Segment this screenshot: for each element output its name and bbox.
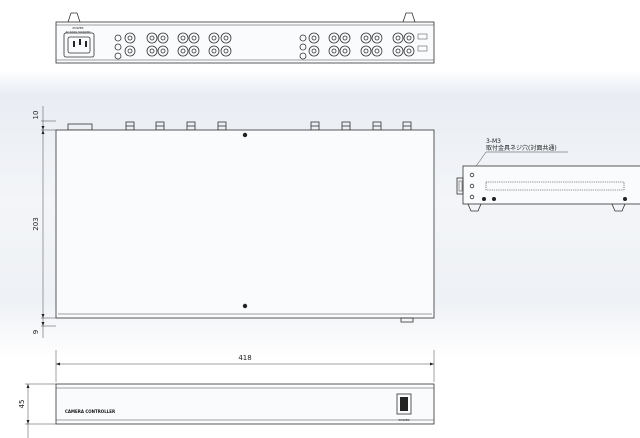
ac-inlet <box>63 32 95 58</box>
front-view: 418 CAMERA CONTROLLER POWER 45 <box>18 350 435 438</box>
dim-height: 45 <box>18 400 26 409</box>
side-foot-right <box>611 203 626 212</box>
rear-foot-right <box>402 12 416 23</box>
dim-top-margin: 10 <box>32 111 40 120</box>
side-handle <box>456 177 464 195</box>
connector-group-right <box>299 32 428 60</box>
dim-bottom-margin: 9 <box>32 330 40 334</box>
front-panel-body <box>55 383 435 425</box>
top-view: 10 203 9 <box>32 106 435 338</box>
vertical-dimension: 10 203 9 <box>32 106 56 338</box>
rear-power-label: POWER <box>72 26 83 30</box>
side-foot-left <box>467 203 482 212</box>
width-dimension: 418 <box>55 350 435 382</box>
top-view-body <box>55 129 435 319</box>
rear-power-rating: AC100V 50/60Hz <box>65 30 91 34</box>
side-view-body <box>462 165 640 205</box>
power-switch-stub <box>400 317 414 323</box>
side-view: 3-M3 取付金具ネジ穴(対面共通) <box>456 138 640 212</box>
rear-panel-view: POWER AC100V 50/60Hz <box>55 12 435 64</box>
screw-hole-top <box>242 132 248 138</box>
front-panel-title: CAMERA CONTROLLER <box>65 409 115 414</box>
connector-group-left <box>114 32 232 60</box>
rear-foot-left <box>67 12 81 23</box>
vent-slots <box>485 181 625 191</box>
dim-width: 418 <box>238 354 251 362</box>
note-screw-description: 取付金具ネジ穴(対面共通) <box>486 144 557 152</box>
power-switch-label: POWER <box>398 418 409 422</box>
power-switch <box>396 393 412 415</box>
height-dimension: 45 <box>18 383 56 438</box>
screw-hole-bottom <box>242 303 248 309</box>
inlet-stub <box>67 123 93 131</box>
dim-depth: 203 <box>32 217 40 230</box>
rear-panel-body <box>55 21 435 64</box>
note-screw-size: 3-M3 <box>486 138 501 145</box>
